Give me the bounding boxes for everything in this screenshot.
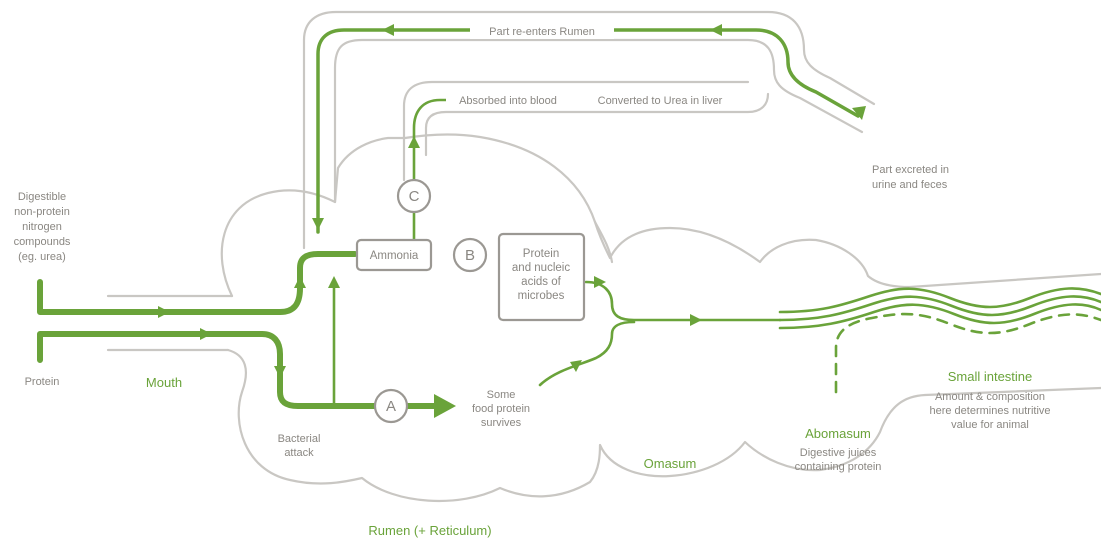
reenter-label: Part re-enters Rumen <box>489 26 595 38</box>
arrow-npn <box>158 306 170 318</box>
microbial-line-3: acids of <box>521 276 561 288</box>
excreted-line-2: urine and feces <box>872 179 948 191</box>
blood-loop-outline-lower <box>424 92 770 157</box>
microbial-line-4: microbes <box>518 290 565 302</box>
blood-pill-bg <box>446 92 742 109</box>
microbial-line-2: and nucleic <box>512 262 570 274</box>
arrow-omasum <box>690 314 702 326</box>
arrow-protein-down <box>274 366 286 378</box>
ammonia-box <box>355 238 433 272</box>
small-intestine-desc-3: value for animal <box>951 419 1029 431</box>
rumen-body-outline <box>220 133 1101 298</box>
converted-label: Converted to Urea in liver <box>598 95 723 107</box>
abomasum-desc-1: Digestive juices <box>800 447 877 459</box>
intestine-line-2 <box>778 295 1101 322</box>
arrow-c-up <box>408 136 420 148</box>
abomasum-dashed-line <box>834 312 1101 394</box>
small-intestine-desc-1: Amount & composition <box>935 391 1045 403</box>
npn-line-5: (eg. urea) <box>18 251 66 263</box>
loop-outline-outer <box>333 38 864 204</box>
arrow-microbes <box>594 276 606 288</box>
bacterial-line-2: attack <box>284 447 314 459</box>
grey-labels: Part excreted in urine and feces Digesti… <box>14 164 1051 473</box>
arrow-survives <box>570 360 582 372</box>
rumen-label: Rumen (+ Reticulum) <box>368 523 491 538</box>
ammonia-label: Ammonia <box>370 250 419 262</box>
intestine-line-3 <box>778 303 1101 330</box>
arrow-big-right <box>434 394 456 418</box>
survives-line-3: survives <box>481 417 522 429</box>
arrow-loop-left-2 <box>710 24 722 36</box>
loop-outline-inner <box>302 10 876 250</box>
flow-arrowheads <box>158 24 866 418</box>
c-to-blood-line <box>412 98 448 182</box>
npn-input-line <box>37 251 358 315</box>
arrow-bacterial-up <box>328 276 340 288</box>
microbial-line-1: Protein <box>523 248 559 260</box>
nitrogen-flow-lines <box>37 28 1101 409</box>
survives-line-2: food protein <box>472 403 530 415</box>
circle-c <box>396 178 432 214</box>
abomasum-desc-2: containing protein <box>795 461 882 473</box>
circle-b <box>452 237 488 273</box>
circle-b-label: B <box>465 247 475 264</box>
reenter-pill-bg <box>470 22 614 39</box>
stomach-outline <box>106 10 1101 502</box>
rumen-lower-outline <box>226 348 1101 502</box>
arrow-excreted <box>852 106 866 120</box>
npn-line-3: nitrogen <box>22 221 62 233</box>
circle-a <box>373 388 409 424</box>
circle-a-label: A <box>386 398 396 415</box>
arrow-loop-left-1 <box>382 24 394 36</box>
protein-input-line <box>37 331 378 409</box>
small-intestine-desc-2: here determines nutritive <box>929 405 1050 417</box>
survives-to-omasum-line <box>538 320 636 387</box>
omasum-label: Omasum <box>644 456 697 471</box>
circle-c-label: C <box>409 188 420 205</box>
protein-label: Protein <box>25 376 60 388</box>
mouth-label: Mouth <box>146 375 182 390</box>
reenter-loop-line <box>316 28 860 234</box>
absorbed-label: Absorbed into blood <box>459 95 557 107</box>
arrow-protein <box>200 328 212 340</box>
bacterial-line-1: Bacterial <box>278 433 321 445</box>
arrow-loop-down <box>312 218 324 230</box>
excreted-line-1: Part excreted in <box>872 164 949 176</box>
diagram-nodes: Ammonia B Protein and nucleic acids of m… <box>355 22 742 424</box>
survives-line-1: Some <box>487 389 516 401</box>
arrow-npn-up <box>294 276 306 288</box>
organ-labels: Mouth Omasum Abomasum Small intestine Ru… <box>146 369 1032 538</box>
microbes-to-omasum-line <box>584 280 782 322</box>
abomasum-label: Abomasum <box>805 426 871 441</box>
blood-loop-outline-lower2 <box>402 80 750 182</box>
intestine-line-1 <box>778 287 1101 314</box>
npn-line-2: non-protein <box>14 206 70 218</box>
small-intestine-label: Small intestine <box>948 369 1033 384</box>
npn-line-4: compounds <box>14 236 71 248</box>
microbial-protein-box <box>497 232 586 322</box>
omasum-left-wall <box>593 220 614 264</box>
npn-line-1: Digestible <box>18 191 66 203</box>
